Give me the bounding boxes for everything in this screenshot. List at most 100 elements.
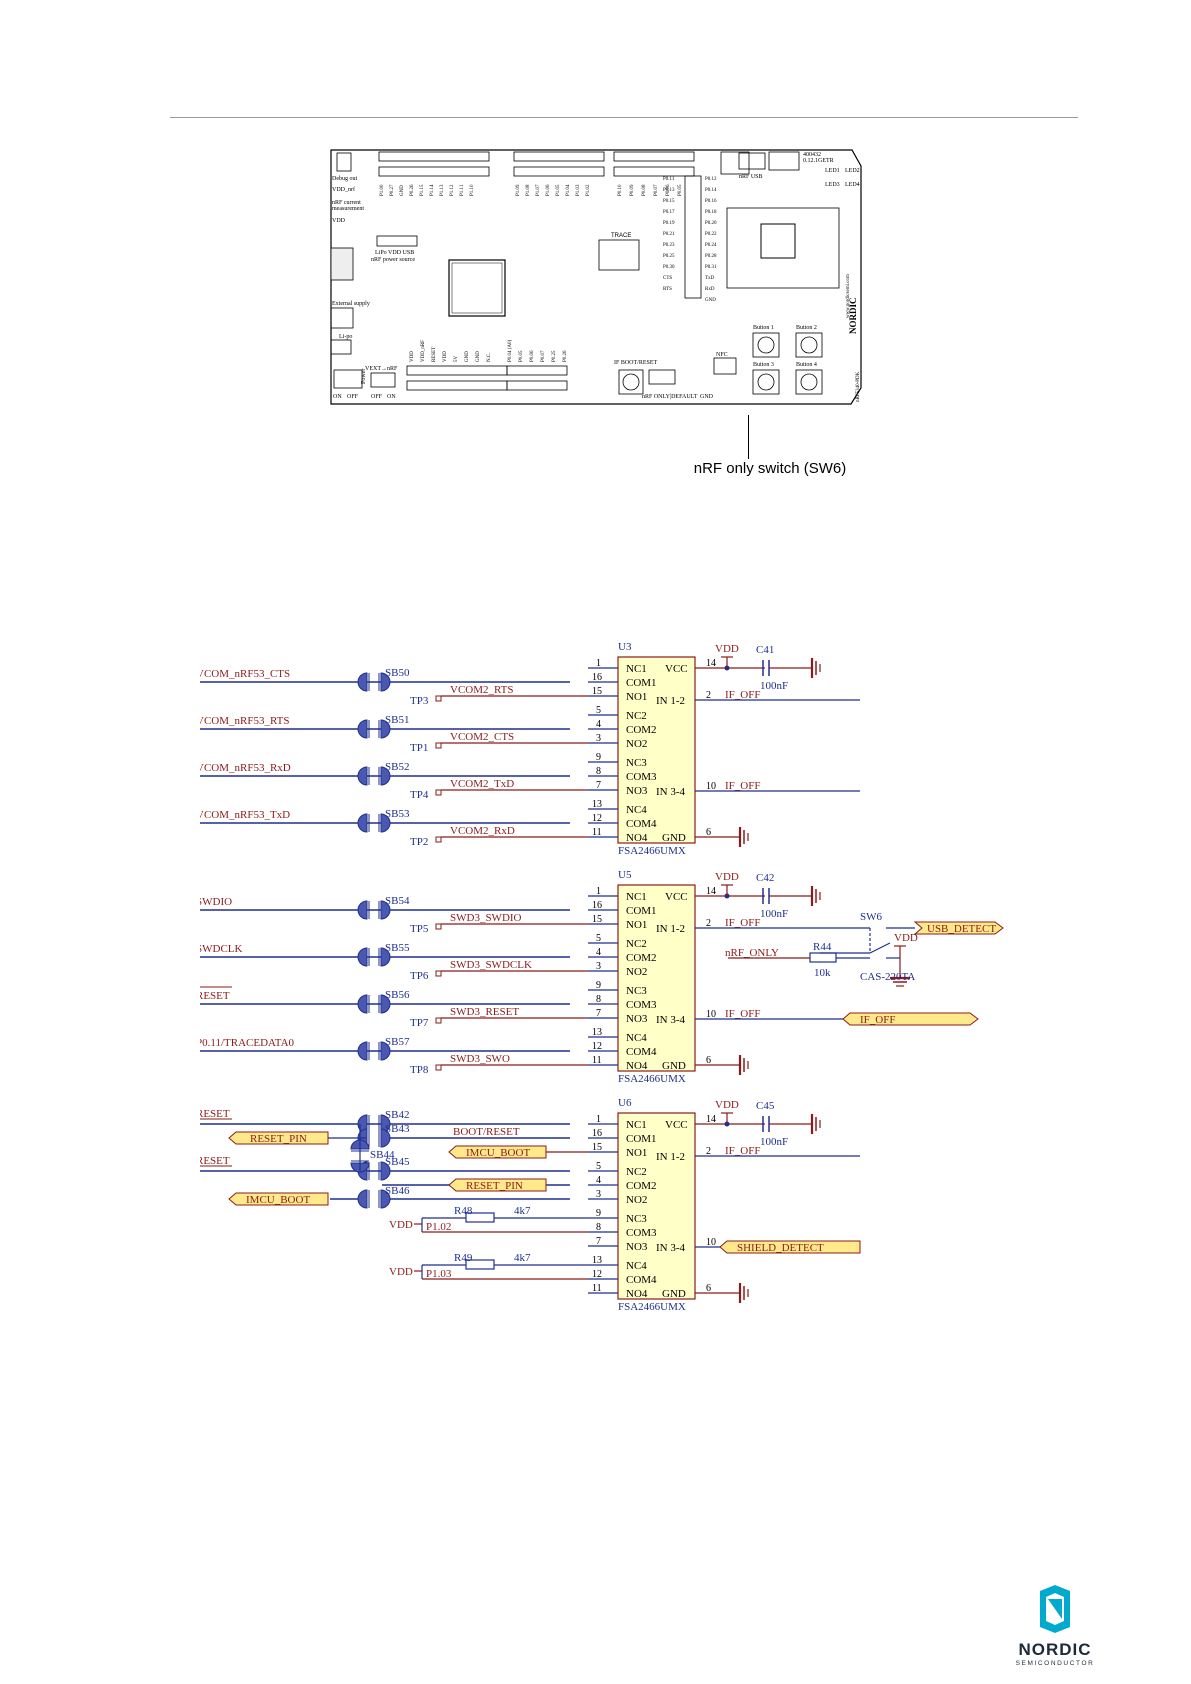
board-brand: NORDIC [848, 297, 858, 334]
pin-label: COM3 [626, 771, 657, 783]
mcu-chip [448, 259, 506, 317]
pca-number: 400432 [803, 152, 821, 158]
sw6-label: SW6 [860, 911, 883, 923]
version-number: 0.12.1GETR [803, 158, 834, 164]
vdd-label: VDD [332, 218, 346, 224]
u3-input-net: VCOM_nRF53_TxD [200, 809, 290, 821]
pin-number: 8 [596, 766, 601, 777]
pin-number: 4 [596, 719, 601, 730]
bottom-pin-label: GND [465, 351, 470, 362]
bottom-pin-label: RESET [432, 347, 437, 362]
top-pin-label: P0.07 [654, 184, 659, 196]
top-pin-label: P1.02 [586, 184, 591, 196]
button1-label: Button 1 [753, 325, 774, 331]
r44-value: 10k [814, 967, 831, 979]
pin-number: 14 [706, 1114, 716, 1125]
pin-label: NC3 [626, 1213, 647, 1225]
c45-label: C45 [756, 1100, 775, 1112]
vdd-nrf-label: VDD_nrf [332, 186, 355, 193]
pin-number: 11 [592, 1055, 602, 1066]
led2-label: LED2 [845, 168, 860, 174]
pin-label: NC4 [626, 1032, 647, 1044]
pin-number: 14 [706, 886, 716, 897]
led3-label: LED3 [825, 182, 840, 188]
pin-number: 13 [592, 1027, 602, 1038]
right-pin-label: P0.14 [705, 188, 717, 193]
right-pin-label: P0.21 [663, 232, 675, 237]
trace-connector [598, 239, 640, 271]
pin-label: COM3 [626, 999, 657, 1011]
u5-input-net: P0.11/TRACEDATA0 [200, 1037, 295, 1049]
right-pin-label: GND [705, 298, 716, 303]
button-4 [795, 369, 823, 395]
pin-label: NO3 [626, 785, 648, 797]
vext-switch [370, 372, 396, 388]
pin-number: 5 [596, 933, 601, 944]
right-pin-label: P0.30 [663, 265, 675, 270]
u6-in12-net: IF_OFF [725, 1145, 760, 1157]
u5-in12-net: IF_OFF [725, 917, 760, 929]
right-pin-label: P0.15 [663, 199, 675, 204]
u5-ref: U5 [618, 869, 632, 881]
top-pin-label: P0.09 [630, 184, 635, 196]
u5-sb: SB56 [385, 989, 410, 1001]
pin-number: 5 [596, 705, 601, 716]
bottom-pin-label: 5V [454, 356, 459, 363]
u5-tp-net: SWD3_SWDCLK [450, 959, 532, 971]
right-pin-label: RxD [705, 287, 715, 292]
reset-pin-input-text: RESET_PIN [466, 1180, 523, 1192]
u5-tp: TP8 [410, 1064, 429, 1076]
pin-label: NO4 [626, 832, 648, 844]
bottom-pin-label: P0.26 [563, 350, 568, 362]
pin-number: 11 [592, 827, 602, 838]
u3-sb: SB51 [385, 714, 409, 726]
top-pin-label: P1.10 [470, 184, 475, 196]
u6-sb: SB44 [370, 1149, 395, 1161]
pin-number: 4 [596, 1175, 601, 1186]
u3-in34-net: IF_OFF [725, 780, 760, 792]
pin-label: NO3 [626, 1013, 648, 1025]
if-boot-reset-label: IF BOOT/RESET [614, 360, 658, 366]
r44-label: R44 [813, 941, 832, 953]
pin-label: GND [662, 832, 686, 844]
u5-sb: SB54 [385, 895, 410, 907]
if-off-port-text: IF_OFF [860, 1014, 895, 1026]
pin-label: VCC [665, 1119, 688, 1131]
u3-in12-net: IF_OFF [725, 689, 760, 701]
pin-number: 8 [596, 994, 601, 1005]
u6-sb: SB46 [385, 1185, 410, 1197]
bottom-pin-label: P0.06 [530, 350, 535, 362]
u5-tp: TP5 [410, 923, 429, 935]
c45-value: 100nF [760, 1136, 788, 1148]
usb-detect-text: USB_DETECT [927, 923, 996, 935]
bottom-pin-label: GND [476, 351, 481, 362]
top-pin-label: P1.05 [556, 184, 561, 196]
button-2 [795, 332, 823, 358]
board-title: nRF5340-PDK [856, 371, 861, 402]
nrf-only-default-label: nRF ONLY|DEFAULT [642, 394, 698, 400]
pin-number: 9 [596, 1208, 601, 1219]
nrf-usb-connector [738, 152, 766, 170]
led1-label: LED1 [825, 168, 840, 174]
top-pin-label: P0.10 [618, 184, 623, 196]
top-pin-label: P0.08 [642, 184, 647, 196]
pin-number: 4 [596, 947, 601, 958]
top-pin-label: P1.03 [576, 184, 581, 196]
measurement-label: measurement [332, 206, 364, 212]
top-pin-label: P1.13 [440, 184, 445, 196]
pin-label: NC3 [626, 757, 647, 769]
u3-sb: SB52 [385, 761, 409, 773]
u6-block: U6 NC1 COM1 NO1 NC2 COM2 NO2 NC3 COM3 NO… [200, 1097, 861, 1313]
right-pin-label: P0.18 [705, 210, 717, 215]
pin-label: IN 3-4 [656, 1242, 686, 1254]
pin-label: NO2 [626, 1194, 647, 1206]
pin-label: NO1 [626, 691, 647, 703]
vdd-label: VDD [894, 932, 918, 944]
r49-value: 4k7 [514, 1252, 531, 1264]
pin-label: NO1 [626, 919, 647, 931]
right-pin-label: P0.31 [705, 265, 717, 270]
pin-label: IN 3-4 [656, 786, 686, 798]
u3-tp-net: VCOM2_CTS [450, 731, 514, 743]
top-pin-label: P1.07 [536, 184, 541, 196]
pin-label: NC1 [626, 663, 647, 675]
